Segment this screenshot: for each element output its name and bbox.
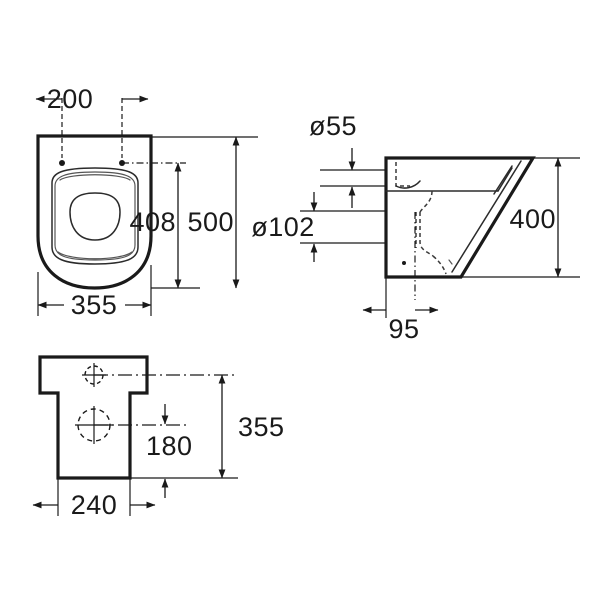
side-trap-hidden-upper (419, 190, 433, 213)
side-view-group: ø55 ø102 400 95 (251, 111, 580, 344)
dim-label-180: 180 (146, 431, 193, 461)
side-inlet-hidden-corner (395, 162, 410, 187)
plan-seat-rim-inner (54, 171, 136, 261)
plan-fixing-hole-left (59, 160, 65, 166)
dim-label-355-plan: 355 (71, 290, 118, 320)
plan-rim-top-arc (59, 174, 131, 181)
side-trap-hidden-lower (432, 255, 447, 275)
side-trap-hidden-mid (419, 212, 434, 257)
dim-label-95: 95 (388, 314, 419, 344)
front-view-group: 180 355 240 (32, 355, 285, 520)
plan-view-group: 200 408 500 355 (35, 84, 258, 320)
dim-label-102: ø102 (251, 212, 315, 242)
dim-label-240: 240 (71, 490, 118, 520)
side-rim-shelf-slant (497, 167, 513, 192)
plan-pan-outline (36, 134, 153, 290)
side-front-bevel (451, 160, 522, 273)
side-inlet-curve (395, 180, 421, 189)
dim-label-500: 500 (187, 207, 234, 237)
side-base-detail-tick (448, 259, 453, 265)
dim-label-400: 400 (509, 204, 556, 234)
dim-label-355-front: 355 (238, 412, 285, 442)
plan-seat-rim-outer (51, 167, 139, 265)
side-base-fixing-dot (402, 261, 406, 265)
dim-label-200: 200 (47, 84, 94, 114)
dim-label-55: ø55 (309, 111, 357, 141)
plan-rim-bottom-arc (57, 251, 133, 260)
side-bevel-tick (493, 165, 513, 195)
plan-bowl-opening (69, 192, 121, 241)
dim-label-408: 408 (129, 207, 176, 237)
